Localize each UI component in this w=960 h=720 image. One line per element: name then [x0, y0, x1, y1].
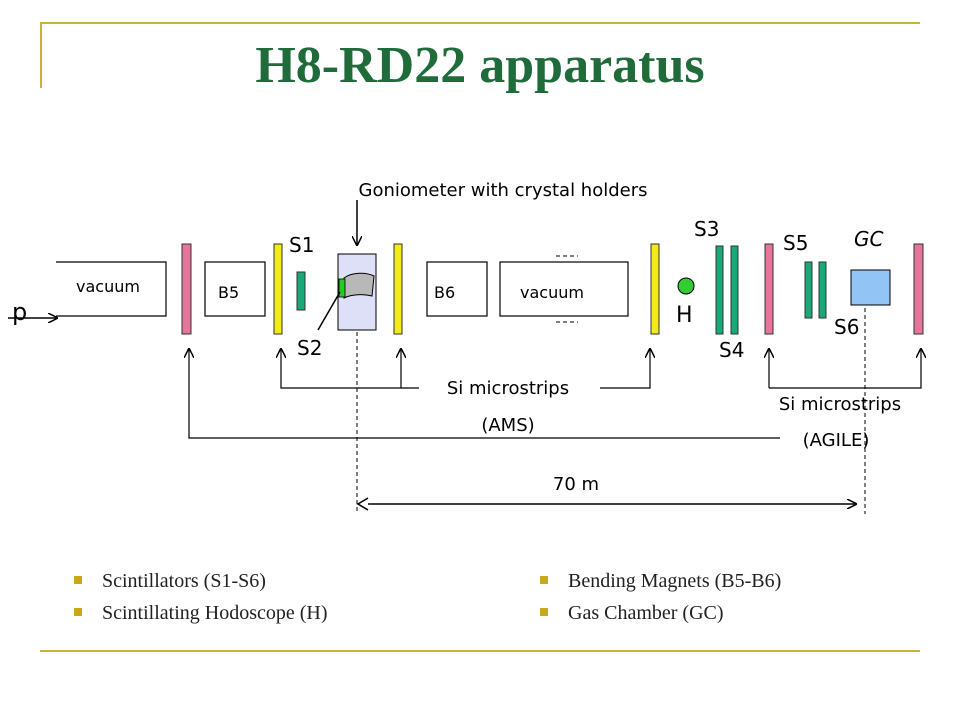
- beam-label: p: [12, 298, 27, 326]
- frame-left-line: [40, 22, 42, 88]
- agile-bracket: [769, 350, 921, 389]
- crystal-s2: [338, 278, 346, 298]
- ams-bracket-right: [600, 350, 650, 389]
- magnet-b5: [204, 261, 266, 317]
- legend-item: Scintillating Hodoscope (H): [74, 602, 328, 625]
- ams-bracket-left: [281, 350, 419, 389]
- legend-text: Gas Chamber (GC): [568, 602, 724, 624]
- gas-chamber: [850, 269, 891, 306]
- s4-label: S4: [719, 338, 744, 362]
- legend-text: Scintillators (S1-S6): [102, 570, 266, 592]
- legend-item: Scintillators (S1-S6): [74, 570, 266, 593]
- crystal-holder: [343, 272, 375, 299]
- s6-label: S6: [834, 315, 859, 339]
- si-plane-pink-2: [764, 243, 774, 335]
- scintillator-s6: [818, 261, 827, 319]
- bullet-icon: [74, 608, 82, 617]
- frame-top-line: [40, 22, 920, 24]
- scintillator-s4: [730, 245, 739, 335]
- vacuum-left-label: vacuum: [76, 277, 140, 296]
- vacuum-pipe-left: [56, 261, 167, 317]
- vacuum-pipe-right: [499, 261, 629, 317]
- si-ams-line2: (AMS): [481, 415, 534, 436]
- si-ams-line1: Si microstrips: [447, 378, 569, 399]
- hodoscope: [677, 277, 695, 295]
- s2-label: S2: [297, 336, 322, 360]
- magnet-b5-label: B5: [218, 283, 239, 302]
- s5-label: S5: [783, 231, 808, 255]
- distance-arrow-left-head: [356, 497, 369, 511]
- si-plane-yellow-1: [273, 243, 283, 335]
- distance-label: 70 m: [553, 474, 599, 495]
- frame-bottom-line: [40, 650, 920, 652]
- scintillator-s1: [296, 271, 306, 311]
- legend-item: Bending Magnets (B5-B6): [540, 570, 781, 593]
- si-plane-yellow-2: [393, 243, 403, 335]
- s1-label: S1: [289, 233, 314, 257]
- legend-text: Bending Magnets (B5-B6): [568, 570, 782, 592]
- si-plane-pink-3: [913, 243, 924, 335]
- legend-item: Gas Chamber (GC): [540, 602, 724, 625]
- hodoscope-label: H: [676, 303, 693, 328]
- bullet-icon: [540, 608, 548, 617]
- bullet-icon: [74, 576, 82, 585]
- si-plane-pink-1: [181, 243, 192, 335]
- long-bracket: [189, 350, 780, 439]
- magnet-b6: [426, 261, 488, 317]
- s3-label: S3: [694, 217, 719, 241]
- vacuum-right-label: vacuum: [520, 283, 584, 302]
- page-title: H8-RD22 apparatus: [255, 37, 705, 94]
- si-agile-line2: (AGILE): [803, 430, 870, 451]
- gc-label: GC: [854, 227, 883, 251]
- s2-pointer: [317, 291, 341, 331]
- goniometer-label: Goniometer with crystal holders: [359, 180, 648, 201]
- si-agile-line1: Si microstrips: [779, 394, 901, 415]
- magnet-b6-label: B6: [434, 283, 455, 302]
- legend-text: Scintillating Hodoscope (H): [102, 602, 328, 624]
- scintillator-s5: [804, 261, 813, 319]
- si-plane-yellow-3: [650, 243, 660, 335]
- bullet-icon: [540, 576, 548, 585]
- scintillator-s3: [715, 245, 724, 335]
